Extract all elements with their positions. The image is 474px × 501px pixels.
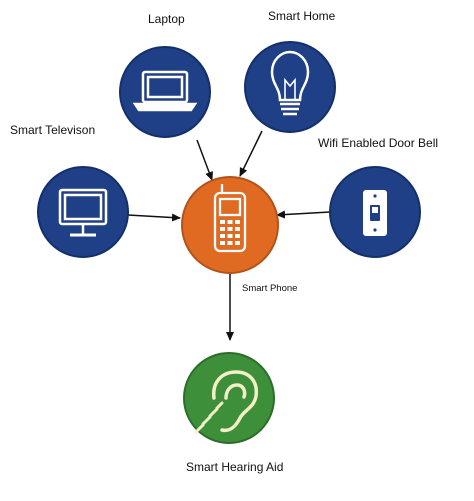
light-bulb-icon [270, 50, 310, 116]
edge-doorbell-to-phone [276, 210, 331, 219]
label-smart-phone: Smart Phone [242, 283, 298, 294]
wall-switch-icon [363, 190, 387, 236]
edge-smarthome-to-phone [239, 130, 263, 177]
label-hearing-aid: Smart Hearing Aid [186, 460, 284, 474]
label-door-bell: Wifi Enabled Door Bell [318, 136, 439, 150]
label-laptop: Laptop [148, 12, 185, 26]
label-smart-home: Smart Home [268, 9, 336, 23]
edge-tv-to-phone [127, 213, 181, 222]
hearing-icon [194, 370, 259, 434]
node-smart-phone [181, 176, 279, 274]
laptop-icon [132, 70, 198, 112]
label-smart-tv: Smart Televison [10, 123, 96, 137]
edge-laptop-to-phone [196, 139, 213, 181]
node-laptop [119, 46, 211, 138]
mobile-phone-icon [213, 184, 247, 253]
monitor-icon [58, 188, 108, 237]
node-smart-tv [37, 166, 129, 258]
edges [127, 130, 331, 341]
